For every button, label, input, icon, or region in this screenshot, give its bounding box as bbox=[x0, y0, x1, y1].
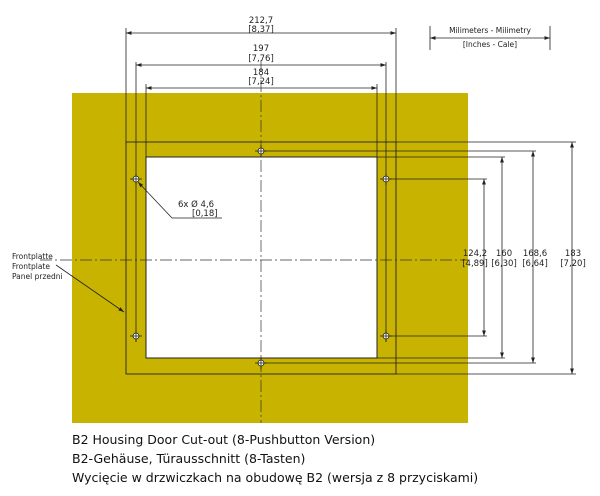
caption-en: B2 Housing Door Cut-out (8-Pushbutton Ve… bbox=[72, 432, 376, 447]
hole-top-center bbox=[255, 145, 267, 157]
frontplate-label-1: Frontplate bbox=[12, 262, 50, 271]
dim-h4-in: [7,20] bbox=[560, 259, 586, 269]
hole-bottom-left bbox=[130, 330, 142, 342]
dim-h1-mm: 124,2 bbox=[463, 249, 487, 259]
dim-h3-mm: 168,6 bbox=[523, 249, 547, 259]
hole-label-in: [0,18] bbox=[192, 209, 218, 219]
dim-w-mid-mm: 197 bbox=[253, 44, 269, 54]
units-secondary: [Inches - Cale] bbox=[463, 40, 517, 49]
mounting-holes bbox=[130, 145, 392, 369]
dim-w-inner-in: [7,24] bbox=[248, 77, 274, 87]
hole-bottom-center bbox=[255, 357, 267, 369]
dim-w-mid-in: [7,76] bbox=[248, 54, 274, 64]
width-dimensions bbox=[125, 28, 397, 342]
dim-w-inner-mm: 184 bbox=[253, 68, 269, 78]
dim-h3-in: [6,64] bbox=[522, 259, 548, 269]
dim-w-outer-mm: 212,7 bbox=[249, 16, 273, 26]
units-legend bbox=[429, 26, 551, 50]
units-primary: Milimeters - Milimetry bbox=[449, 26, 531, 35]
caption-pl: Wycięcie w drzwiczkach na obudowę B2 (we… bbox=[72, 470, 479, 485]
hole-top-right bbox=[380, 173, 392, 185]
frontplate-leader bbox=[55, 264, 125, 313]
dim-w-outer-in: [8,37] bbox=[248, 25, 274, 35]
dim-h2-mm: 160 bbox=[496, 249, 512, 259]
frontplate-label-0: Frontplatte bbox=[12, 252, 53, 261]
caption-de: B2-Gehäuse, Türausschnitt (8-Tasten) bbox=[72, 451, 306, 466]
hole-bottom-right bbox=[380, 330, 392, 342]
height-dimensions bbox=[261, 141, 576, 375]
dim-h2-in: [6,30] bbox=[491, 259, 517, 269]
cutout-drawing: 212,7 [8,37] 197 [7,76] 184 [7,24] Milim… bbox=[12, 16, 586, 423]
dim-h1-in: [4,89] bbox=[462, 259, 488, 269]
hole-leader bbox=[137, 181, 222, 219]
hole-top-left bbox=[130, 173, 142, 185]
cutout-opening bbox=[145, 156, 378, 359]
dim-h4-mm: 183 bbox=[565, 249, 581, 259]
hole-label: 6x Ø 4,6 bbox=[178, 199, 214, 210]
frontplate-label-2: Panel przedni bbox=[12, 272, 63, 281]
caption-block: B2 Housing Door Cut-out (8-Pushbutton Ve… bbox=[72, 430, 478, 487]
